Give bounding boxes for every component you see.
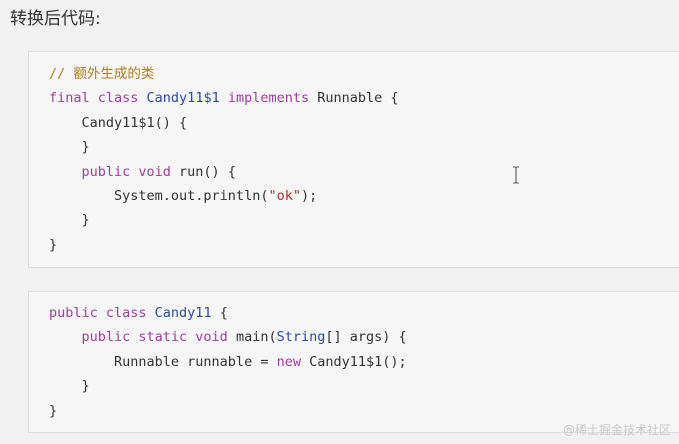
code-line: System.out.println("ok"); [49, 184, 399, 208]
code-token: ); [300, 188, 318, 205]
code-line: } [49, 374, 407, 398]
code-token: } [49, 402, 58, 419]
code-token: } [49, 212, 90, 229]
code-line: } [49, 208, 399, 232]
code-line: Runnable runnable = new Candy11$1(); [49, 350, 407, 374]
section-heading: 转换后代码: [10, 9, 101, 29]
code-line: public static void main(String[] args) { [49, 325, 407, 349]
code-token: Candy11$1() { [49, 114, 188, 131]
code-token: Runnable runnable = [49, 353, 277, 370]
code-block-main-class: public class Candy11 { public static voi… [28, 291, 679, 433]
code-token: main( [235, 329, 277, 346]
code-token: Runnable { [317, 90, 399, 107]
text-cursor-icon [511, 166, 521, 184]
code-token: public void [49, 163, 180, 180]
code-token: new [276, 353, 310, 370]
code-token: System.out.println( [49, 188, 269, 205]
code-line: public class Candy11 { [49, 301, 407, 325]
code-line: } [49, 135, 399, 159]
code-token: Candy11$1 [146, 90, 220, 107]
watermark: @稀土掘金技术社区 [562, 423, 671, 437]
code-line: } [49, 399, 407, 423]
code-token: [] args) { [325, 329, 407, 346]
code-block-generated-class: // 额外生成的类 final class Candy11$1 implement… [28, 51, 679, 268]
code-token: public class [49, 305, 155, 321]
code-line: Candy11$1() { [49, 111, 399, 135]
code-line: final class Candy11$1 implements Runnabl… [49, 86, 399, 110]
code-token: // 额外生成的类 [49, 66, 155, 82]
code-token: implements [219, 90, 318, 107]
code-token: public static void [49, 329, 236, 346]
code-token: Candy11$1(); [309, 353, 407, 370]
code-line: } [49, 233, 399, 257]
code-token: } [49, 139, 90, 156]
code-token: run() { [179, 163, 236, 180]
code-token: String [276, 329, 326, 346]
code-line: // 额外生成的类 [49, 62, 399, 86]
code-token: Candy11 [154, 305, 212, 321]
code-content: // 额外生成的类 final class Candy11$1 implement… [49, 62, 399, 257]
code-line: public void run() { [49, 160, 399, 184]
code-token: "ok" [268, 188, 301, 205]
code-token: final class [49, 90, 147, 107]
code-content: public class Candy11 { public static voi… [49, 301, 407, 423]
code-token: } [49, 378, 90, 395]
code-token: { [211, 305, 228, 321]
code-token: } [49, 236, 58, 253]
